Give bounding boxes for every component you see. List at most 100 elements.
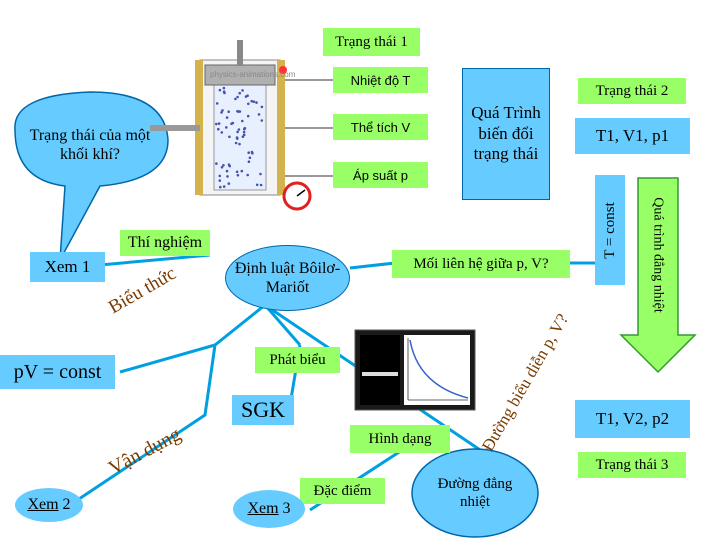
gas-particle bbox=[225, 126, 228, 129]
gas-cylinder-illustration bbox=[150, 40, 312, 211]
gas-particle bbox=[226, 175, 229, 178]
state2-title: Trạng thái 2 bbox=[578, 78, 686, 104]
gas-particle bbox=[246, 114, 250, 118]
gas-particle bbox=[255, 183, 259, 187]
watermark: physics-animations.com bbox=[210, 70, 296, 79]
gas-particle bbox=[222, 86, 226, 90]
experiment-label: Thí nghiệm bbox=[120, 230, 210, 256]
gas-particle bbox=[215, 162, 218, 165]
see3-number: 3 bbox=[282, 500, 291, 517]
gas-particle bbox=[260, 119, 264, 122]
gas-particle bbox=[236, 95, 239, 99]
gas-particle bbox=[237, 128, 241, 131]
isothermal-process-label-wrap: Quá trình đẳng nhiệt bbox=[640, 180, 676, 330]
gas-particle bbox=[259, 172, 262, 176]
gas-particle bbox=[222, 164, 225, 167]
gas-particle bbox=[250, 150, 254, 154]
gas-particle bbox=[220, 111, 223, 114]
gas-particle bbox=[252, 100, 256, 103]
connector-line bbox=[69, 344, 217, 507]
connector-line bbox=[349, 261, 396, 270]
gas-particle bbox=[259, 183, 263, 187]
gas-particle bbox=[247, 160, 251, 163]
gas-particle bbox=[215, 102, 219, 105]
gas-particle bbox=[220, 131, 224, 134]
gas-particle bbox=[235, 170, 239, 174]
gas-particle bbox=[246, 173, 249, 177]
formula-box: pV = const bbox=[0, 355, 115, 389]
shape-box: Hình dạng bbox=[350, 425, 450, 453]
gas-particle bbox=[218, 174, 222, 178]
isotherm-label: Đường đẳng nhiệt bbox=[437, 476, 513, 510]
gas-particle bbox=[235, 136, 239, 139]
see2-oval[interactable]: Xem 2 bbox=[15, 488, 83, 522]
gas-particle bbox=[217, 127, 220, 131]
gas-particle bbox=[222, 90, 226, 93]
connector-line bbox=[119, 303, 266, 374]
gas-particle bbox=[242, 133, 246, 137]
sgk-box: SGK bbox=[232, 395, 294, 425]
t-const-label: T = const bbox=[601, 201, 618, 259]
gas-particle bbox=[234, 141, 238, 145]
gas-particle bbox=[238, 142, 241, 146]
gas-particle bbox=[218, 179, 222, 182]
see3-link[interactable]: Xem bbox=[247, 500, 279, 517]
isotherm-oval bbox=[411, 448, 539, 538]
relation-box: Mối liên hệ giữa p, V? bbox=[392, 250, 570, 278]
callout-text: Trạng thái của một khối khí? bbox=[29, 126, 151, 163]
gas-particle bbox=[215, 122, 218, 126]
gas-particle bbox=[240, 169, 244, 173]
t-const-box: T = const bbox=[595, 175, 625, 285]
gas-particle bbox=[248, 156, 252, 160]
gas-particle bbox=[238, 91, 241, 95]
gas-particle bbox=[227, 182, 231, 185]
gas-particle bbox=[225, 169, 229, 173]
state3-title: Trạng thái 3 bbox=[578, 452, 686, 478]
state2-values: T1, V1, p1 bbox=[575, 118, 690, 154]
gas-particle bbox=[227, 110, 230, 113]
down-arrow bbox=[619, 177, 697, 374]
gas-particle bbox=[247, 102, 250, 106]
connector-line bbox=[99, 253, 211, 267]
gas-particle bbox=[241, 119, 244, 123]
gas-particle bbox=[221, 109, 224, 112]
gas-particle bbox=[230, 122, 233, 125]
state1-title: Trạng thái 1 bbox=[323, 28, 420, 56]
gas-particle bbox=[227, 163, 231, 166]
statement-box: Phát biểu bbox=[255, 347, 340, 373]
temperature-box: Nhiệt độ T bbox=[333, 67, 428, 93]
gas-particle bbox=[241, 135, 245, 138]
volume-box: Thể tích V bbox=[333, 114, 428, 140]
feature-box: Đặc điểm bbox=[300, 478, 385, 504]
isothermal-process-label: Quá trình đẳng nhiệt bbox=[651, 197, 667, 313]
gas-particle bbox=[236, 173, 240, 177]
see2-number: 2 bbox=[62, 496, 71, 513]
state3-values: T1, V2, p2 bbox=[575, 400, 690, 438]
gas-particle bbox=[237, 110, 240, 113]
connector-line bbox=[263, 304, 302, 346]
see2-link[interactable]: Xem bbox=[27, 496, 59, 513]
graph-thumbnail bbox=[354, 329, 476, 411]
gas-particle bbox=[218, 88, 222, 92]
gas-particle bbox=[255, 101, 258, 104]
gas-particle bbox=[242, 130, 246, 134]
gas-particle bbox=[257, 113, 261, 116]
gas-particle bbox=[219, 185, 222, 189]
gas-particle bbox=[222, 185, 226, 188]
gas-particle bbox=[236, 130, 239, 134]
gas-particle bbox=[247, 151, 250, 154]
gas-particle bbox=[220, 166, 224, 169]
pressure-box: Áp suất p bbox=[333, 162, 428, 188]
gas-particle bbox=[243, 126, 247, 130]
see3-oval[interactable]: Xem 3 bbox=[233, 490, 305, 528]
gas-particle bbox=[217, 122, 221, 125]
gas-particle bbox=[225, 116, 229, 119]
gas-particle bbox=[241, 89, 244, 92]
see1-box[interactable]: Xem 1 bbox=[30, 252, 105, 282]
gas-particle bbox=[234, 97, 237, 101]
gas-particles bbox=[215, 86, 264, 189]
gas-particle bbox=[250, 99, 253, 103]
law-oval: Định luật Bôilơ-Mariốt bbox=[225, 245, 350, 311]
gas-particle bbox=[260, 105, 264, 109]
